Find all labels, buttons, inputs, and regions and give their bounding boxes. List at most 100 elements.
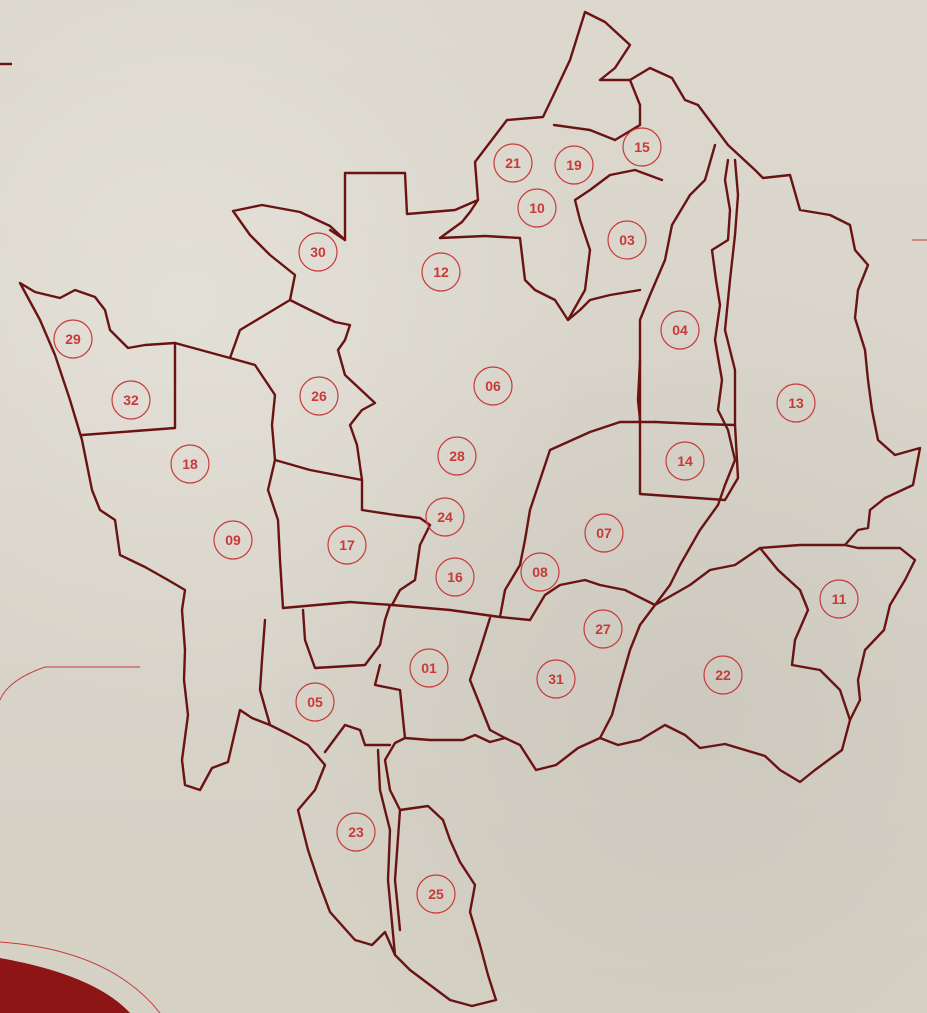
region-label-circle	[437, 436, 477, 476]
region-label-circle	[703, 655, 743, 695]
region-border	[638, 143, 717, 422]
region-label-22: 22	[703, 655, 743, 695]
region-label-11: 11	[819, 579, 859, 619]
region-label-text: 14	[677, 453, 693, 469]
region-label-text: 29	[65, 331, 81, 347]
region-label-text: 28	[449, 448, 465, 464]
region-border	[228, 356, 285, 610]
region-label-circle	[473, 366, 513, 406]
region-label-circle	[584, 513, 624, 553]
region-label-text: 18	[182, 456, 198, 472]
region-label-circle	[520, 552, 560, 592]
region-label-text: 25	[428, 886, 444, 902]
region-label-29: 29	[53, 319, 93, 359]
region-label-text: 03	[619, 232, 635, 248]
region-label-06: 06	[473, 366, 513, 406]
region-border	[393, 808, 402, 932]
region-border	[360, 508, 432, 607]
region-label-09: 09	[213, 520, 253, 560]
region-label-05: 05	[295, 682, 335, 722]
region-border	[653, 158, 737, 607]
region-label-28: 28	[437, 436, 477, 476]
region-label-26: 26	[299, 376, 339, 416]
region-label-13: 13	[776, 383, 816, 423]
region-label-30: 30	[298, 232, 338, 272]
region-label-circle	[554, 145, 594, 185]
region-label-circle	[517, 188, 557, 228]
region-border	[373, 663, 407, 740]
region-border	[613, 78, 642, 142]
region-label-circle	[336, 812, 376, 852]
region-label-19: 19	[554, 145, 594, 185]
region-label-text: 17	[339, 537, 355, 553]
region-label-text: 22	[715, 667, 731, 683]
region-border	[273, 458, 364, 482]
region-label-text: 27	[595, 621, 611, 637]
region-border	[301, 603, 392, 670]
region-label-circle	[53, 319, 93, 359]
region-border	[288, 298, 377, 512]
region-label-circle	[536, 659, 576, 699]
region-label-circle	[409, 648, 449, 688]
region-border	[723, 158, 740, 427]
region-label-08: 08	[520, 552, 560, 592]
region-label-21: 21	[493, 143, 533, 183]
region-label-03: 03	[607, 220, 647, 260]
region-label-circle	[660, 310, 700, 350]
region-label-text: 09	[225, 532, 241, 548]
region-label-circle	[421, 252, 461, 292]
region-label-text: 16	[447, 569, 463, 585]
region-label-circle	[435, 557, 475, 597]
region-label-text: 08	[532, 564, 548, 580]
region-border	[80, 341, 177, 437]
region-border	[566, 168, 664, 322]
region-label-circle	[425, 497, 465, 537]
region-border	[498, 420, 657, 619]
region-label-text: 11	[832, 591, 847, 607]
region-label-text: 32	[123, 392, 139, 408]
region-label-circle	[295, 682, 335, 722]
region-label-17: 17	[327, 525, 367, 565]
region-label-text: 05	[307, 694, 323, 710]
region-border	[758, 546, 852, 722]
region-label-16: 16	[435, 557, 475, 597]
region-label-circle	[819, 579, 859, 619]
region-label-10: 10	[517, 188, 557, 228]
region-label-18: 18	[170, 444, 210, 484]
region-label-31: 31	[536, 659, 576, 699]
region-border	[638, 418, 740, 502]
region-outline	[18, 10, 922, 1008]
region-border	[438, 198, 480, 240]
region-label-text: 12	[433, 264, 449, 280]
region-label-text: 15	[634, 139, 650, 155]
region-label-text: 13	[788, 395, 804, 411]
corner-disc	[0, 958, 130, 1013]
region-label-circle	[493, 143, 533, 183]
region-label-text: 23	[348, 824, 364, 840]
region-label-text: 26	[311, 388, 327, 404]
region-label-01: 01	[409, 648, 449, 688]
region-label-text: 04	[672, 322, 688, 338]
region-label-text: 21	[505, 155, 521, 171]
corner-arc-left	[0, 666, 140, 701]
region-label-23: 23	[336, 812, 376, 852]
region-label-text: 07	[596, 525, 612, 541]
region-label-circle	[665, 441, 705, 481]
region-label-circle	[607, 220, 647, 260]
region-label-04: 04	[660, 310, 700, 350]
region-label-text: 01	[421, 660, 437, 676]
region-border	[323, 723, 392, 754]
region-border	[528, 578, 657, 740]
region-label-circle	[111, 380, 151, 420]
region-label-text: 31	[548, 671, 564, 687]
region-border	[376, 748, 397, 957]
region-border	[636, 358, 642, 422]
region-label-text: 30	[310, 244, 326, 260]
region-label-circle	[299, 376, 339, 416]
region-border	[438, 234, 642, 322]
region-border	[653, 543, 847, 607]
region-label-text: 10	[529, 200, 545, 216]
region-label-32: 32	[111, 380, 151, 420]
